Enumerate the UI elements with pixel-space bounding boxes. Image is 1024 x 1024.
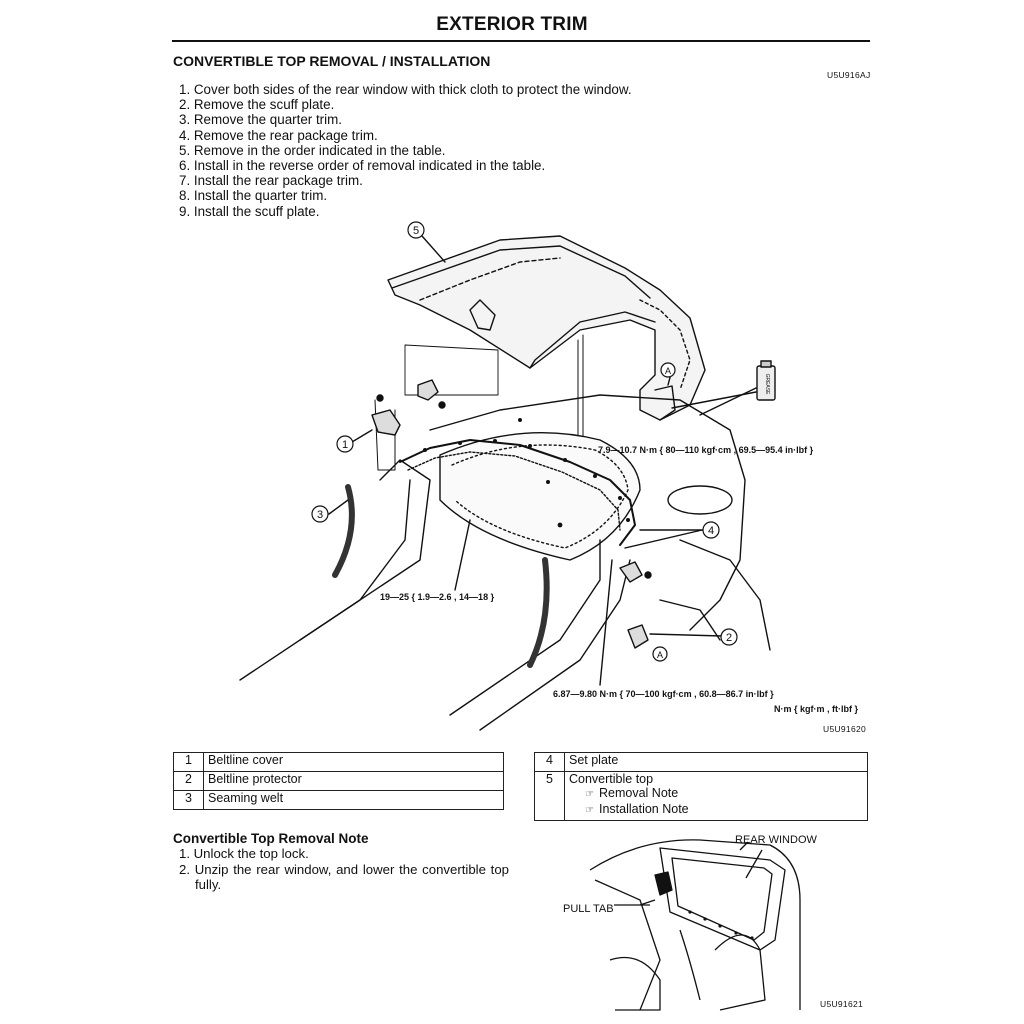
- table-row: 5 Convertible top ☞ Removal Note ☞ Install…: [534, 771, 868, 821]
- table-row: 1 Beltline cover: [173, 752, 504, 772]
- page-title: EXTERIOR TRIM: [436, 14, 588, 35]
- procedure-steps: 1. Cover both sides of the rear window w…: [179, 82, 632, 219]
- rear-window-label: REAR WINDOW: [735, 834, 817, 846]
- note-reference[interactable]: ☞ Removal Note: [569, 786, 863, 802]
- torque-spec-top: 7.9—10.7 N·m { 80—110 kgf·cm , 69.5—95.4…: [598, 445, 814, 455]
- title-divider: [172, 40, 870, 42]
- small-figure-code: U5U91621: [820, 999, 864, 1009]
- step-item: 2. Unzip the rear window, and lower the …: [179, 861, 509, 893]
- step-item: 9. Install the scuff plate.: [179, 203, 320, 219]
- callout-3: 3: [317, 509, 323, 521]
- step-item: 6. Install in the reverse order of remov…: [179, 158, 546, 174]
- note-reference-label: Removal Note: [599, 786, 679, 800]
- step-item: 4. Remove the rear package trim.: [179, 127, 378, 143]
- step-item: 5. Remove in the order indicated in the …: [179, 142, 446, 158]
- note-reference[interactable]: ☞ Installation Note: [569, 802, 863, 818]
- note-reference-label: Installation Note: [599, 802, 689, 816]
- callout-a-top: A: [665, 366, 671, 376]
- part-name-cell: Convertible top ☞ Removal Note ☞ Installat…: [564, 771, 868, 821]
- removal-note-heading: Convertible Top Removal Note: [173, 831, 369, 846]
- torque-spec-left: 19—25 { 1.9—2.6 , 14—18 }: [380, 592, 495, 602]
- part-name: Convertible top: [569, 772, 654, 786]
- reference-icon: ☞: [585, 805, 594, 816]
- step-item: 3. Remove the quarter trim.: [179, 112, 342, 128]
- step-item: 2. Remove the scuff plate.: [179, 97, 335, 113]
- parts-table-right: 4 Set plate 5 Convertible top ☞Removal N…: [534, 752, 868, 821]
- callout-a-bottom: A: [657, 650, 663, 660]
- torque-spec-bottom: 6.87—9.80 N·m { 70—100 kgf·cm , 60.8—86.…: [553, 689, 774, 699]
- callout-1: 1: [342, 439, 348, 451]
- pull-tab-label: PULL TAB: [563, 903, 614, 915]
- step-item: 1. Unlock the top lock.: [179, 846, 309, 861]
- step-item: 8. Install the quarter trim.: [179, 188, 328, 204]
- section-heading: CONVERTIBLE TOP REMOVAL / INSTALLATION: [173, 53, 491, 69]
- part-name: Beltline cover: [203, 752, 504, 772]
- part-name: Seaming welt: [203, 790, 504, 810]
- callout-5: 5: [413, 225, 419, 237]
- callout-2: 2: [726, 632, 732, 644]
- callout-4: 4: [708, 525, 714, 537]
- reference-icon: ☞: [585, 789, 594, 800]
- part-number: 5: [534, 771, 565, 821]
- spray-label: GREASE: [764, 374, 770, 396]
- parts-table-left: 1 Beltline cover 2 Beltline protector 3 …: [173, 752, 504, 810]
- table-row: 2 Beltline protector: [173, 771, 504, 791]
- torque-units: N·m { kgf·m , ft·lbf }: [774, 704, 858, 714]
- diagram-figure-code: U5U91620: [823, 724, 867, 734]
- removal-note-steps: 1. Unlock the top lock. 2. Unzip the rea…: [179, 846, 509, 893]
- table-row: 3 Seaming welt: [173, 790, 504, 810]
- step-item: 7. Install the rear package trim.: [179, 173, 363, 189]
- step-item: 1. Cover both sides of the rear window w…: [179, 82, 632, 97]
- figure-code: U5U916AJ: [827, 70, 871, 80]
